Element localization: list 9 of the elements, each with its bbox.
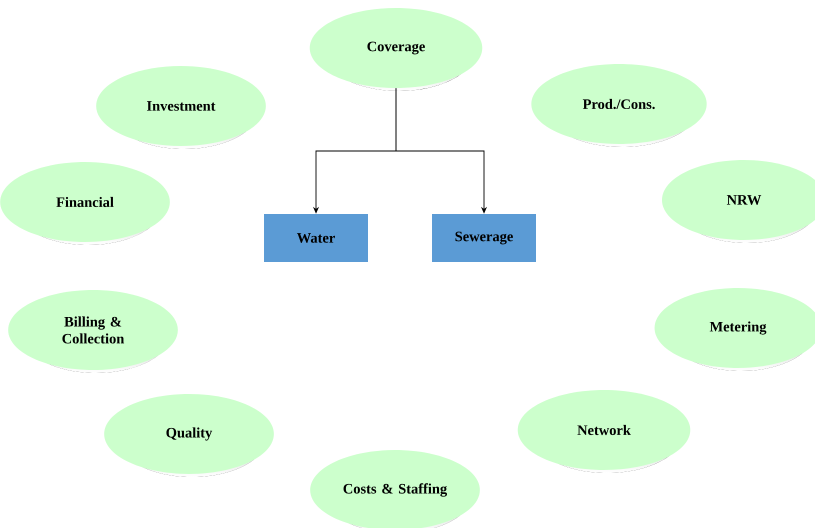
ellipse-node: Billing & Collection [8, 290, 178, 373]
ellipse-node: Prod./Cons. [531, 64, 707, 147]
ellipse-node: Network [518, 390, 690, 473]
ellipse-node: Financial [0, 162, 170, 245]
process-box: Water [264, 214, 368, 262]
ellipse-node: Quality [104, 394, 274, 477]
process-box: Sewerage [432, 214, 536, 262]
ellipse-node: Coverage [310, 8, 482, 91]
ellipse-node: Investment [96, 66, 266, 149]
